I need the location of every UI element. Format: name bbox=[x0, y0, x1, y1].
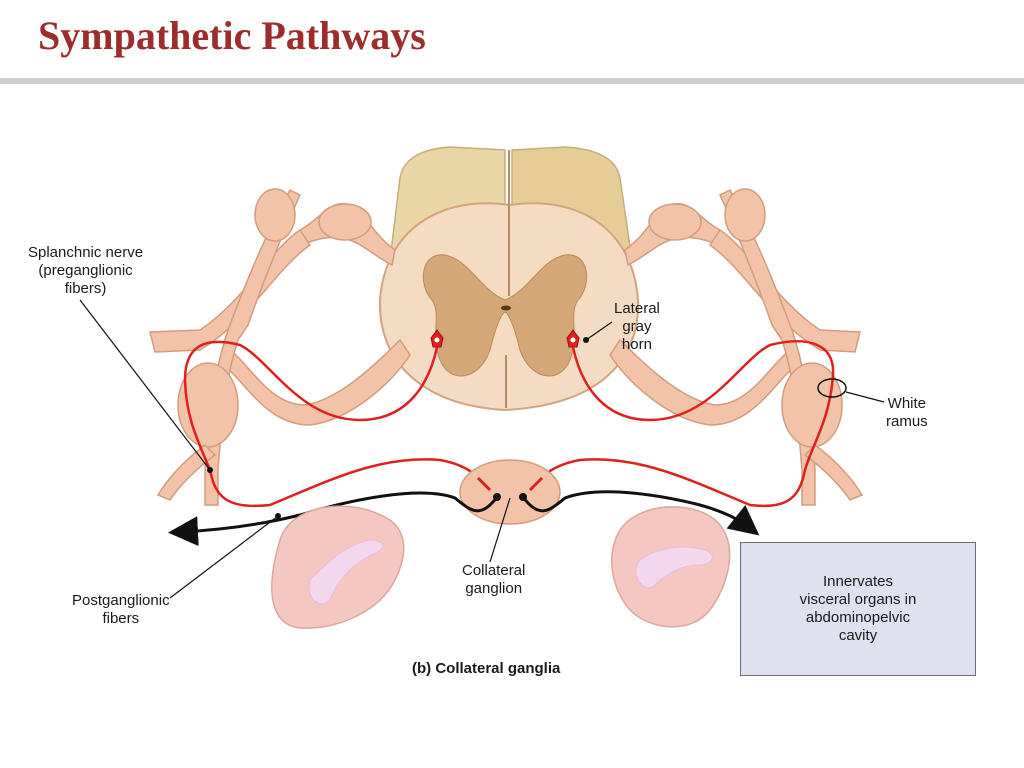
label-splanchnic-nerve: Splanchnic nerve (preganglionic fibers) bbox=[28, 244, 143, 298]
right-dorsal-root-ganglion bbox=[648, 203, 702, 241]
page-title: Sympathetic Pathways bbox=[38, 13, 426, 58]
postgang-line2: fibers bbox=[102, 610, 140, 627]
leader-white-ramus bbox=[845, 391, 885, 403]
visceral-organ-right bbox=[611, 506, 731, 628]
collateral-line2: ganglion bbox=[465, 580, 523, 597]
label-collateral-ganglion: Collateral ganglion bbox=[462, 562, 525, 598]
leader-postganglionic-dot bbox=[275, 513, 281, 519]
info-line1: Innervates bbox=[822, 573, 894, 590]
white-line1: White bbox=[887, 395, 927, 412]
synapse-left bbox=[476, 476, 492, 492]
preganglionic-neuron-left bbox=[430, 329, 444, 348]
postganglionic-fiber-left bbox=[168, 491, 499, 547]
right-splanchnic-nerve bbox=[803, 444, 864, 501]
lateral-line1: Lateral bbox=[614, 300, 660, 317]
spinal-cord bbox=[378, 146, 640, 412]
title-divider bbox=[0, 78, 1024, 84]
leader-lateral-horn bbox=[585, 321, 613, 341]
right-spinal-nerve bbox=[609, 188, 864, 506]
figure-caption: (b) Collateral ganglia bbox=[412, 660, 561, 677]
splanchnic-line3: fibers) bbox=[64, 280, 107, 297]
synapse-right bbox=[528, 476, 544, 492]
left-dorsal-root-ganglion bbox=[318, 203, 372, 241]
leader-collateral-ganglion bbox=[489, 497, 511, 563]
info-line2: visceral organs in bbox=[799, 591, 917, 608]
collateral-line1: Collateral bbox=[462, 562, 526, 579]
postgang-line1: Postganglionic bbox=[72, 592, 170, 609]
preganglionic-fiber-right bbox=[529, 340, 835, 508]
label-lateral-gray-horn: Lateral gray horn bbox=[614, 300, 660, 354]
white-ramus-marker bbox=[817, 378, 847, 398]
lateral-line2: gray bbox=[622, 318, 652, 335]
splanchnic-line1: Splanchnic nerve bbox=[28, 244, 144, 261]
left-chain-ganglion-upper bbox=[254, 188, 296, 242]
left-sympathetic-trunk bbox=[204, 189, 301, 506]
preganglionic-fiber-left bbox=[183, 340, 491, 508]
visceral-organ-left bbox=[271, 505, 405, 629]
leader-splanchnic-dot bbox=[207, 467, 213, 473]
info-line4: cavity bbox=[838, 627, 878, 644]
info-line3: abdominopelvic bbox=[805, 609, 911, 626]
white-line2: ramus bbox=[886, 413, 928, 430]
left-spinal-nerve bbox=[149, 188, 411, 506]
postganglionic-fiber-right bbox=[521, 490, 760, 536]
info-box-text: Innervates visceral organs in abdominope… bbox=[773, 573, 943, 645]
left-ventral-root bbox=[218, 338, 411, 426]
right-chain-ganglion-upper bbox=[724, 188, 766, 242]
lateral-line3: horn bbox=[621, 336, 652, 353]
leader-lateral-horn-dot bbox=[583, 337, 589, 343]
label-white-ramus: White ramus bbox=[886, 395, 928, 431]
splanchnic-line2: (preganglionic bbox=[38, 262, 133, 279]
gray-matter bbox=[422, 254, 588, 377]
collateral-ganglion bbox=[459, 459, 561, 525]
label-postganglionic-fibers: Postganglionic fibers bbox=[72, 592, 170, 628]
central-canal bbox=[501, 305, 511, 311]
leader-postganglionic bbox=[169, 515, 279, 599]
innervation-info-box: Innervates visceral organs in abdominope… bbox=[740, 542, 976, 676]
leader-splanchnic bbox=[79, 299, 211, 471]
